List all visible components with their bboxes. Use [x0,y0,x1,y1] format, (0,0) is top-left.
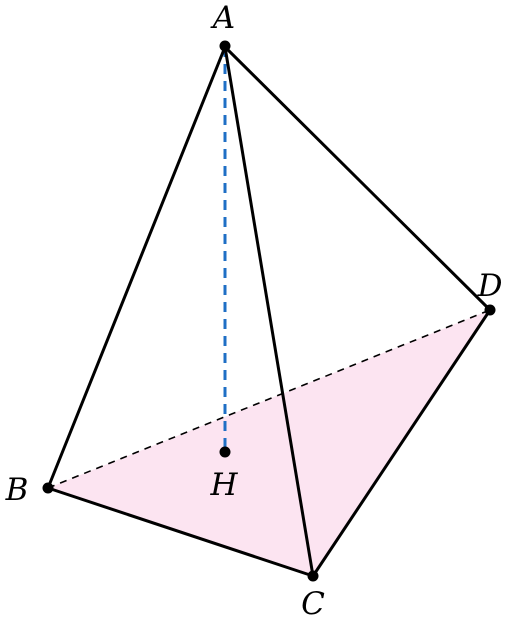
point-h [219,446,231,458]
point-b [42,482,54,494]
label-a: A [210,0,235,36]
label-d: D [477,268,503,304]
edge-ac [223,46,315,577]
point-c [307,570,319,582]
point-d [484,304,496,316]
label-h: H [209,467,238,503]
edge-ad [223,45,492,312]
label-b: B [5,472,29,508]
label-c: C [301,586,325,621]
edge-bd-hidden [47,309,491,489]
base-face-bcd [48,310,490,576]
point-a [219,40,231,52]
edge-bc [47,486,314,578]
edge-cd [311,309,492,577]
edge-ab [46,46,227,489]
